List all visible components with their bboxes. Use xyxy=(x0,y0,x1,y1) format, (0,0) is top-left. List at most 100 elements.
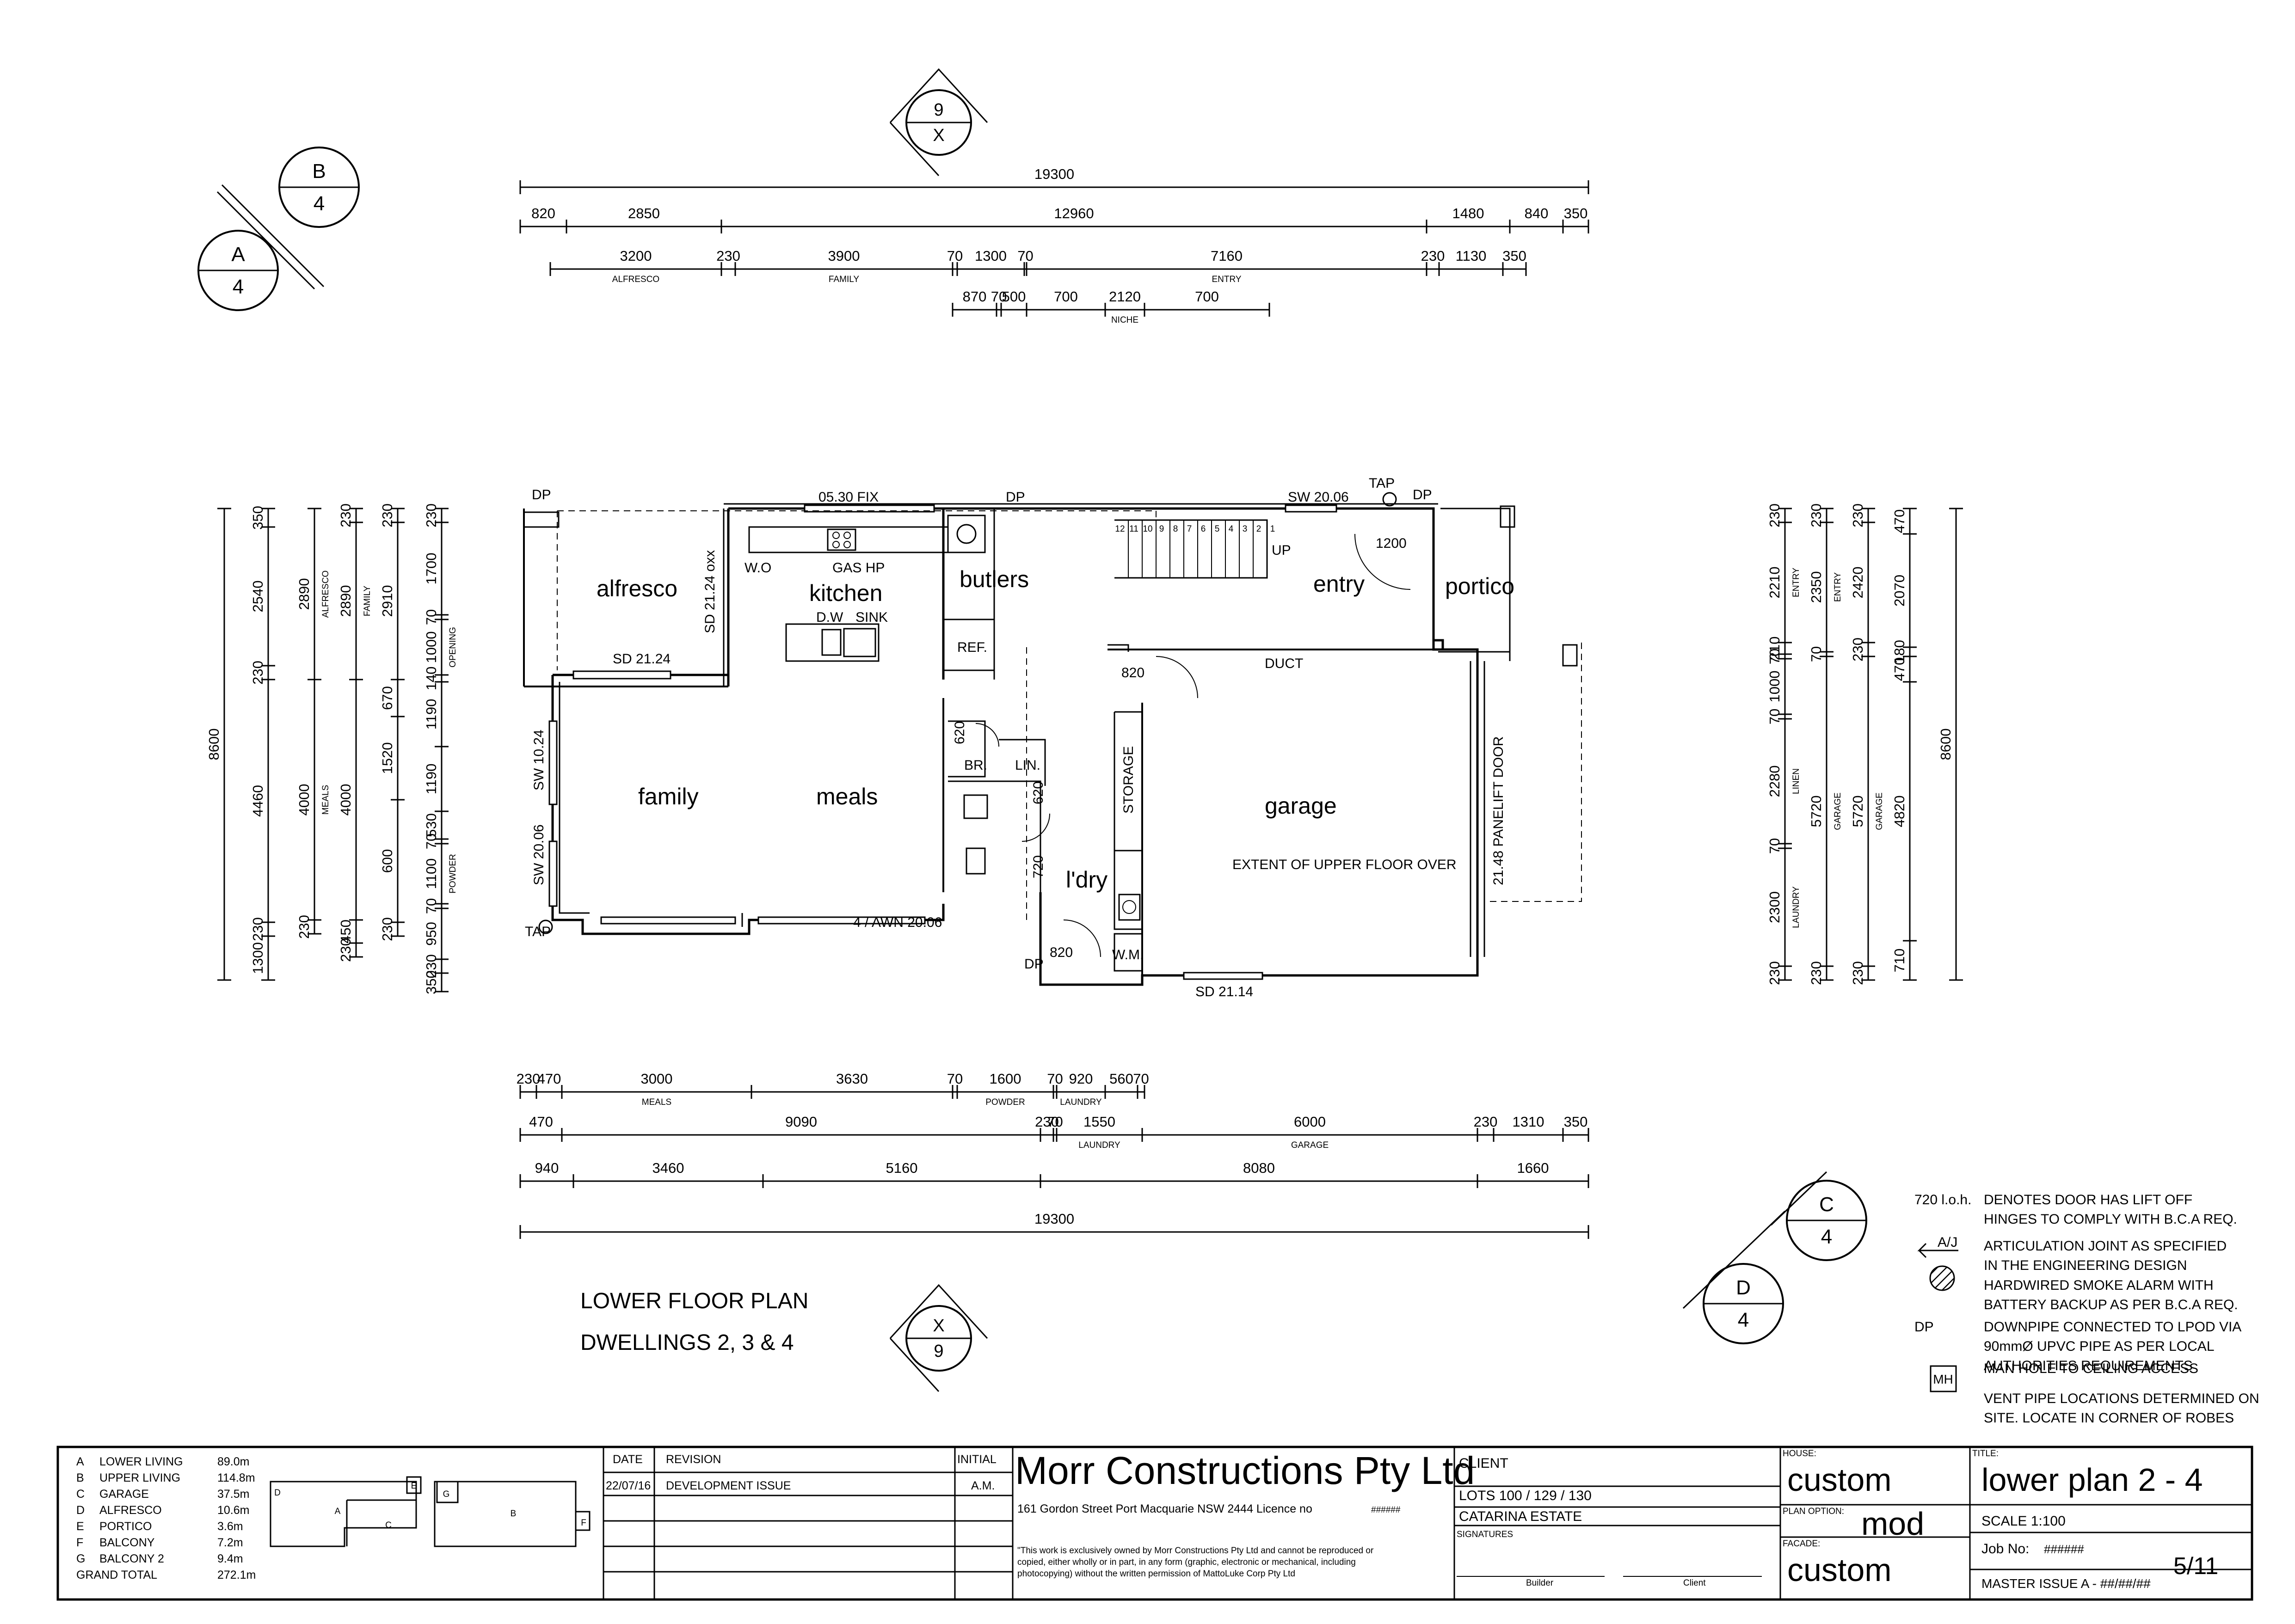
dimension-value: 500 xyxy=(1002,288,1026,305)
section-a-letter: A xyxy=(231,243,245,266)
section-marker-d: D 4 xyxy=(1682,1210,1786,1344)
copyright-line-2: copied, either wholly or in part, in any… xyxy=(1017,1557,1356,1567)
room-garage: garage xyxy=(1265,793,1337,819)
dimension-value: 70 xyxy=(947,1071,963,1087)
dimension-value: 950 xyxy=(423,922,439,946)
house-header: HOUSE: xyxy=(1783,1449,1816,1459)
section-d-sheet: 4 xyxy=(1738,1309,1749,1331)
dimension-value: 230 xyxy=(296,915,312,939)
dimension-value: 2070 xyxy=(1891,575,1907,607)
room-kitchen: kitchen xyxy=(809,580,882,606)
sink-label: SINK xyxy=(855,610,888,625)
dimension-value: 70 xyxy=(1047,1114,1063,1130)
dimension-value: 4820 xyxy=(1891,796,1907,827)
legend-text: 90mmØ UPVC PIPE AS PER LOCAL xyxy=(1984,1339,2215,1354)
dimension-value: 230 xyxy=(1035,1114,1059,1130)
dimension-value: 1310 xyxy=(1513,1114,1544,1130)
section-marker-bottom: X 9 xyxy=(889,1284,988,1392)
smoke-alarm-icon xyxy=(1929,1265,1955,1291)
dimension-sublabel: ALFRESCO xyxy=(612,275,659,284)
dishwasher-label: D.W xyxy=(816,610,843,625)
scale-label: SCALE 1:100 xyxy=(1981,1514,2066,1529)
revision-header: REVISION xyxy=(666,1453,721,1466)
dimension-value: 350 xyxy=(1502,248,1526,264)
dp-label-1: DP xyxy=(532,487,551,503)
area-key: G xyxy=(76,1552,85,1565)
dimension-sublabel: MEALS xyxy=(642,1097,671,1107)
dimension-value: 870 xyxy=(963,288,987,305)
drawing-title: lower plan 2 - 4 xyxy=(1981,1462,2203,1498)
area-diagram-letter: D xyxy=(274,1488,281,1498)
dimension-value: 470 xyxy=(537,1071,561,1087)
downpipe-alfresco xyxy=(523,511,560,528)
room-labels: alfresco kitchen butlers entry portico f… xyxy=(597,566,1514,893)
dimension-value: 12960 xyxy=(1054,205,1094,221)
dimension-value: 3460 xyxy=(652,1160,684,1176)
duct-label: DUCT xyxy=(1265,656,1303,671)
dimension-value: 5720 xyxy=(1808,796,1824,827)
articulation-joint-icon xyxy=(1917,1243,1958,1258)
company-address: 161 Gordon Street Port Macquarie NSW 244… xyxy=(1017,1502,1312,1515)
stair-number: 7 xyxy=(1187,524,1192,534)
area-name: BALCONY 2 xyxy=(99,1552,164,1565)
dimension-value: 3000 xyxy=(641,1071,673,1087)
dimension-sublabel: NICHE xyxy=(1111,315,1138,325)
dimension-value: 920 xyxy=(1069,1071,1093,1087)
dimension-value: 2120 xyxy=(1109,288,1141,305)
floor-plan xyxy=(523,492,1582,986)
dimension-sublabel: ENTRY xyxy=(1833,572,1843,602)
facade-header: FACADE: xyxy=(1783,1539,1820,1549)
area-name: LOWER LIVING xyxy=(99,1455,183,1468)
dimension-value: 1600 xyxy=(990,1071,1021,1087)
storage-label: STORAGE xyxy=(1121,746,1136,814)
legend-text: IN THE ENGINEERING DESIGN xyxy=(1984,1258,2187,1273)
dimension-sublabel: ENTRY xyxy=(1212,275,1241,284)
dimension-value: 350 xyxy=(1564,1114,1588,1130)
dimension-value: 2540 xyxy=(250,581,266,613)
dimension-value: 70 xyxy=(1047,1071,1063,1087)
signatures-header: SIGNATURES xyxy=(1457,1530,1513,1539)
dimension-value: 8600 xyxy=(1938,729,1954,760)
dimension-value: 230 xyxy=(1474,1114,1498,1130)
section-marker-a: A 4 xyxy=(197,191,315,311)
room-portico: portico xyxy=(1445,573,1514,599)
sliding-door-alfresco-label: SD 21.24 xyxy=(613,651,671,667)
house-value: custom xyxy=(1787,1462,1892,1498)
section-c-sheet: 4 xyxy=(1821,1226,1832,1248)
facade-value: custom xyxy=(1787,1552,1892,1588)
dimension-sublabel: LINEN xyxy=(1791,768,1801,794)
dimension-value: 3630 xyxy=(836,1071,868,1087)
door-720: 720 xyxy=(1031,855,1046,878)
section-c-letter: C xyxy=(1819,1193,1834,1216)
dimension-value: 470 xyxy=(1891,509,1907,533)
dimension-value: 1550 xyxy=(1083,1114,1115,1130)
dimension-value: 70 xyxy=(1017,248,1033,264)
wall-oven-label: W.O xyxy=(744,560,771,576)
date-header: DATE xyxy=(613,1453,643,1466)
tap-label-top: TAP xyxy=(1369,476,1395,491)
area-name: ALFRESCO xyxy=(99,1504,162,1517)
dimension-value: 230 xyxy=(338,938,354,962)
dimension-value: 1190 xyxy=(423,764,439,795)
dimension-value: 670 xyxy=(379,686,395,710)
dimension-value: 230 xyxy=(423,954,439,978)
dimension-value: 2890 xyxy=(338,585,354,617)
section-marker-c: C 4 xyxy=(1770,1171,1867,1261)
dimension-value: 230 xyxy=(379,917,395,941)
washing-machine-label: W.M. xyxy=(1112,947,1144,962)
area-value: 7.2m xyxy=(217,1536,243,1549)
area-total-value: 272.1m xyxy=(217,1569,256,1581)
builder-signature-label: Builder xyxy=(1526,1578,1554,1588)
room-alfresco: alfresco xyxy=(597,576,677,601)
area-key: E xyxy=(76,1520,84,1533)
legend-text: DOWNPIPE CONNECTED TO LPOD VIA xyxy=(1984,1319,2241,1335)
dimension-value: 70 xyxy=(423,833,439,849)
dimension-value: 1000 xyxy=(423,631,439,663)
awning-window-label: 4 / AWN 20.06 xyxy=(853,915,942,930)
revision-date: 22/07/16 xyxy=(606,1479,651,1492)
master-issue: MASTER ISSUE A - ##/##/## xyxy=(1981,1576,2151,1591)
